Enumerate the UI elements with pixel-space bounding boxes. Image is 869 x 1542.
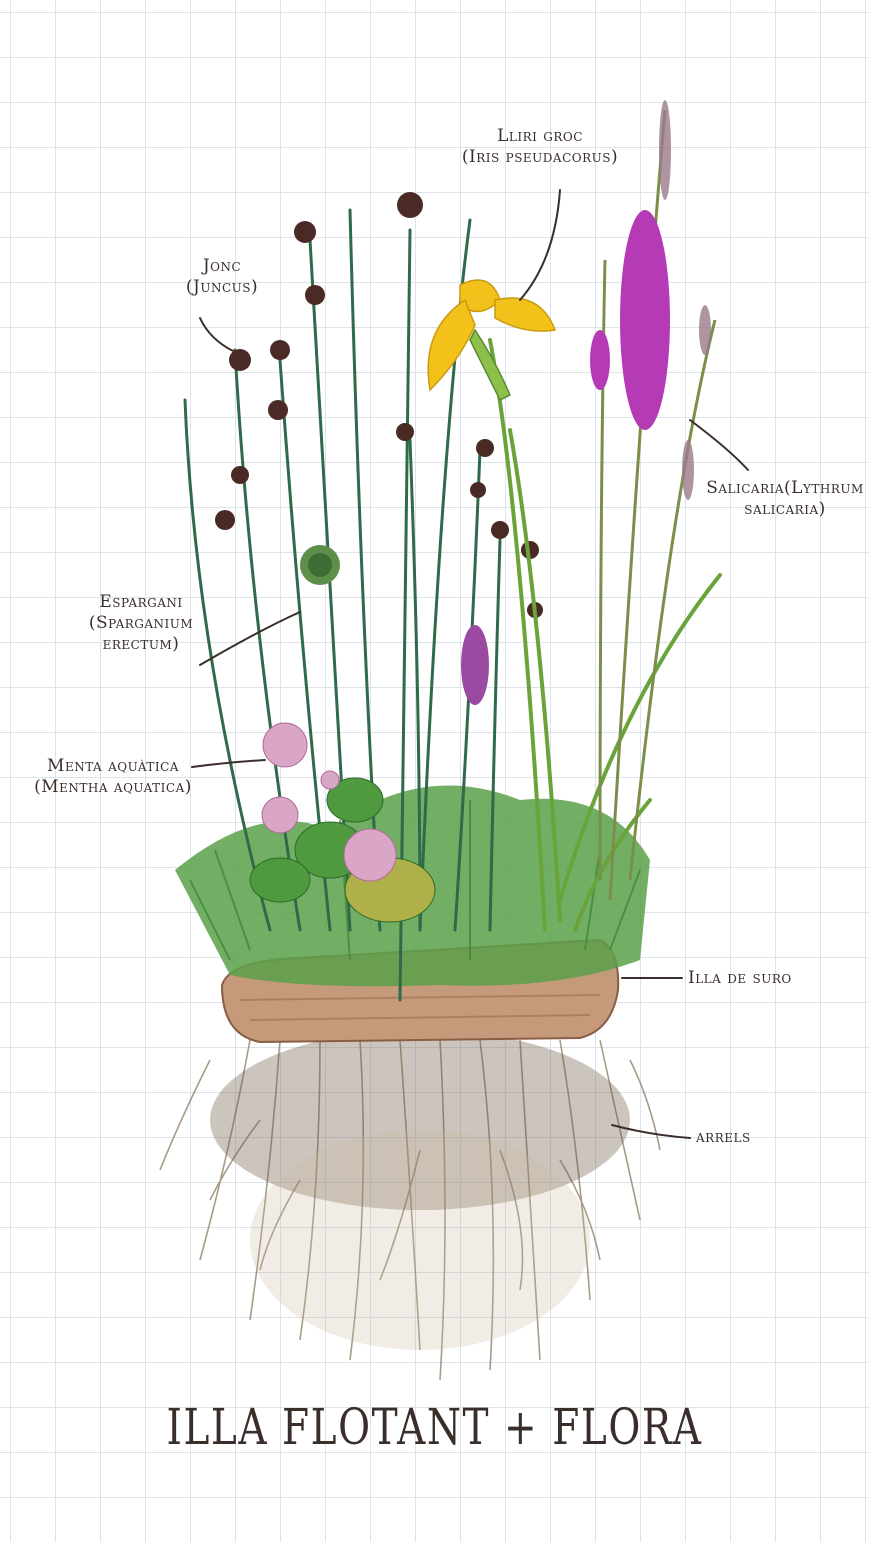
label-menta-aquatica: Menta aquàtica (Mentha aquatica) — [18, 756, 208, 798]
label-arrels-text: arrels — [696, 1127, 751, 1148]
label-menta-name: Menta aquàtica — [18, 756, 208, 777]
label-espargani: Espargani (Sparganium erectum) — [66, 592, 216, 655]
label-jonc-latin: (Juncus) — [172, 277, 272, 298]
label-illa-de-suro: Illa de suro — [688, 968, 792, 989]
label-lliri-latin: (Iris pseudacorus) — [440, 147, 640, 168]
label-jonc-name: Jonc — [172, 256, 272, 277]
label-arrels: arrels — [696, 1127, 751, 1148]
label-lliri-groc: Lliri groc (Iris pseudacorus) — [440, 126, 640, 168]
page-title: ILLA FLOTANT + FLORA — [96, 1398, 774, 1456]
label-salicaria-line2: salicaria) — [700, 499, 869, 520]
label-espargani-name: Espargani — [66, 592, 216, 613]
label-lliri-name: Lliri groc — [440, 126, 640, 147]
sparganium-burr — [300, 545, 340, 585]
label-jonc: Jonc (Juncus) — [172, 256, 272, 298]
label-espargani-latin: (Sparganium — [66, 613, 216, 634]
label-espargani-latin-2: erectum) — [66, 634, 216, 655]
label-salicaria-line1: Salicaria(Lythrum — [700, 478, 869, 499]
label-menta-latin: (Mentha aquatica) — [18, 777, 208, 798]
label-illa-text: Illa de suro — [688, 968, 792, 989]
label-salicaria: Salicaria(Lythrum salicaria) — [700, 478, 869, 520]
